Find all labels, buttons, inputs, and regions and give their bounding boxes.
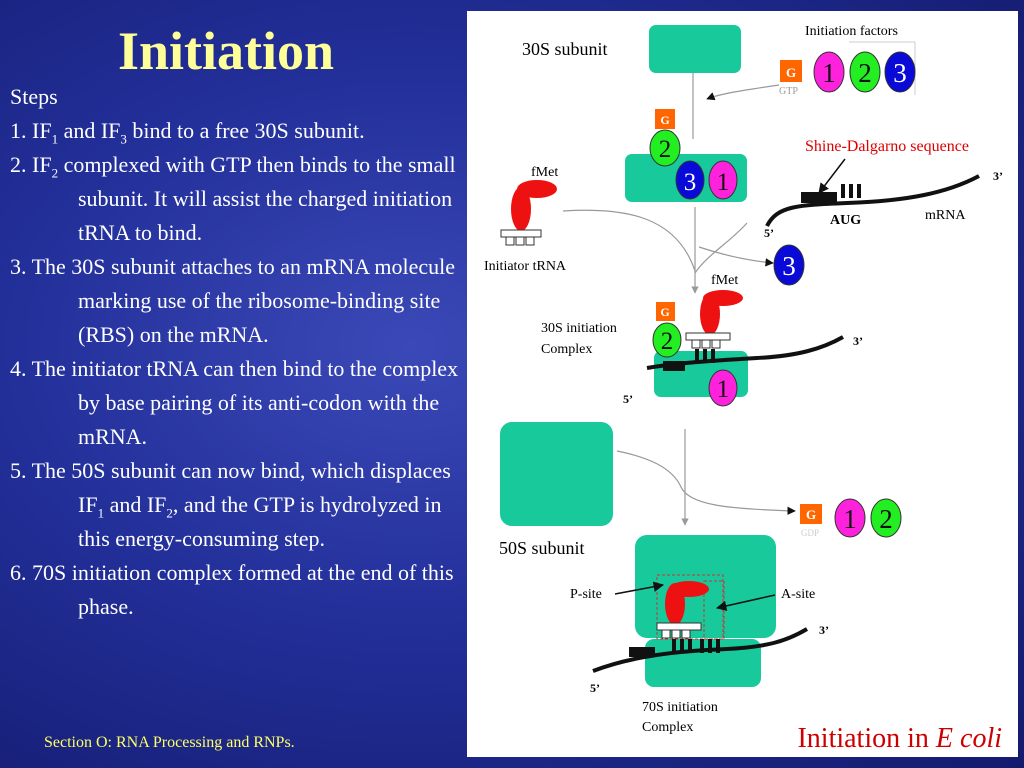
if2-top-label: 2 bbox=[858, 58, 872, 88]
initiation-diagram: 30S subunit Initiation factors G GTP 1 2… bbox=[484, 24, 1003, 735]
arrow-a-site bbox=[715, 594, 776, 612]
label-3prime-2: 3’ bbox=[853, 334, 863, 348]
if1-bound-2 bbox=[708, 369, 738, 407]
if2-released bbox=[870, 498, 902, 538]
arrow-trna-joining bbox=[562, 209, 696, 272]
slide-title: Initiation bbox=[118, 21, 335, 81]
a-site-box bbox=[703, 580, 725, 640]
step-3: 3. The 30S subunit attaches to an mRNA m… bbox=[10, 254, 456, 347]
trna-anticodon-bar-2 bbox=[685, 332, 731, 341]
arrow-50s-joining bbox=[616, 450, 796, 515]
step-2: 2. IF2 complexed with GTP then binds to … bbox=[10, 152, 456, 245]
label-a-site: A-site bbox=[781, 587, 815, 602]
step-4: 4. The initiator tRNA can then bind to t… bbox=[10, 356, 459, 449]
label-fmet-1: fMet bbox=[531, 165, 558, 180]
label-30s-subunit: 30S subunit bbox=[522, 39, 608, 59]
if1-bound-1-label: 1 bbox=[717, 169, 730, 196]
mrna-strand-3 bbox=[592, 627, 809, 673]
gtp-badge-2-letter: G bbox=[660, 305, 669, 319]
if2-top bbox=[849, 51, 881, 93]
label-shine-dalgarno: Shine-Dalgarno sequence bbox=[805, 138, 969, 155]
label-30s-complex-1: 30S initiation bbox=[541, 321, 617, 336]
arrow-p-site bbox=[614, 581, 665, 595]
step-6: 6. 70S initiation complex formed at the … bbox=[10, 560, 454, 619]
step-1: 1. IF1 and IF3 bind to a free 30S subuni… bbox=[10, 118, 365, 147]
label-70s-complex-2: Complex bbox=[642, 720, 693, 735]
footer-note: Section O: RNA Processing and RNPs. bbox=[44, 734, 295, 751]
arrow-if3-release bbox=[698, 246, 774, 267]
if2-bound-1 bbox=[649, 129, 681, 167]
label-aug: AUG bbox=[830, 213, 861, 228]
if2-bound-1-label: 2 bbox=[659, 136, 672, 163]
trna-body-1 bbox=[511, 187, 531, 231]
if1-bound-2-label: 1 bbox=[717, 376, 730, 403]
gtp-label-top: GTP bbox=[779, 86, 798, 97]
gtp-badge-2 bbox=[656, 302, 675, 321]
if1-bound-1 bbox=[708, 160, 738, 200]
ribosome-50s-free bbox=[500, 422, 613, 526]
if1-released bbox=[834, 498, 866, 538]
label-5prime-3: 5’ bbox=[590, 681, 600, 695]
if3-bound bbox=[675, 160, 705, 200]
diagram-caption: Initiation in E coli bbox=[797, 723, 1002, 754]
label-3prime-3: 3’ bbox=[819, 623, 829, 637]
gtp-badge-top-letter: G bbox=[786, 65, 796, 80]
gtp-badge-1-letter: G bbox=[660, 113, 669, 127]
shine-dalgarno-box bbox=[801, 192, 837, 203]
gtp-badge-top bbox=[780, 60, 802, 82]
gdp-badge bbox=[800, 504, 822, 524]
gdp-badge-letter: G bbox=[806, 507, 816, 522]
step-5: 5. The 50S subunit can now bind, which d… bbox=[10, 458, 451, 551]
steps-heading: Steps bbox=[10, 84, 58, 109]
if2-bound-2-label: 2 bbox=[661, 328, 674, 355]
label-3prime-1: 3’ bbox=[993, 169, 1003, 183]
if3-top bbox=[884, 51, 916, 93]
mrna-strand-1 bbox=[765, 174, 980, 227]
label-p-site: P-site bbox=[570, 587, 602, 602]
trna-anticodon-bar-3 bbox=[656, 622, 702, 631]
steps-list: Steps 1. IF1 and IF3 bind to a free 30S … bbox=[10, 80, 472, 624]
arrow-shine-dalgarno bbox=[818, 158, 846, 194]
diagram-panel: 30S subunit Initiation factors G GTP 1 2… bbox=[467, 11, 1018, 757]
label-initiator-trna: Initiator tRNA bbox=[484, 259, 567, 274]
gdp-label: GDP bbox=[801, 528, 819, 538]
arrow-mrna-joining bbox=[694, 222, 748, 274]
label-5prime-2: 5’ bbox=[623, 392, 633, 406]
label-initiation-factors: Initiation factors bbox=[805, 24, 898, 39]
if1-top-label: 1 bbox=[822, 58, 836, 88]
if2-bound-2 bbox=[652, 322, 682, 358]
trna-anticodon-bar-1 bbox=[500, 229, 542, 238]
label-mrna: mRNA bbox=[925, 208, 966, 223]
label-5prime-1: 5’ bbox=[764, 226, 774, 240]
if3-released-label: 3 bbox=[782, 251, 796, 281]
label-fmet-2: fMet bbox=[711, 273, 738, 288]
arrow-factors-binding bbox=[706, 84, 780, 101]
if3-released bbox=[773, 244, 805, 286]
if3-bound-label: 3 bbox=[684, 169, 697, 196]
label-30s-complex-2: Complex bbox=[541, 342, 592, 357]
shine-dalgarno-box-3 bbox=[629, 647, 655, 657]
shine-dalgarno-box-2 bbox=[663, 361, 685, 371]
if2-released-label: 2 bbox=[879, 504, 893, 534]
label-70s-complex-1: 70S initiation bbox=[642, 700, 718, 715]
label-50s-subunit: 50S subunit bbox=[499, 538, 585, 558]
if1-released-label: 1 bbox=[843, 504, 857, 534]
ribosome-30s-free bbox=[649, 25, 741, 73]
if1-top bbox=[813, 51, 845, 93]
gtp-badge-1 bbox=[655, 109, 675, 129]
if3-top-label: 3 bbox=[893, 58, 907, 88]
trna-body-3 bbox=[665, 583, 685, 625]
trna-body-2 bbox=[700, 293, 720, 335]
